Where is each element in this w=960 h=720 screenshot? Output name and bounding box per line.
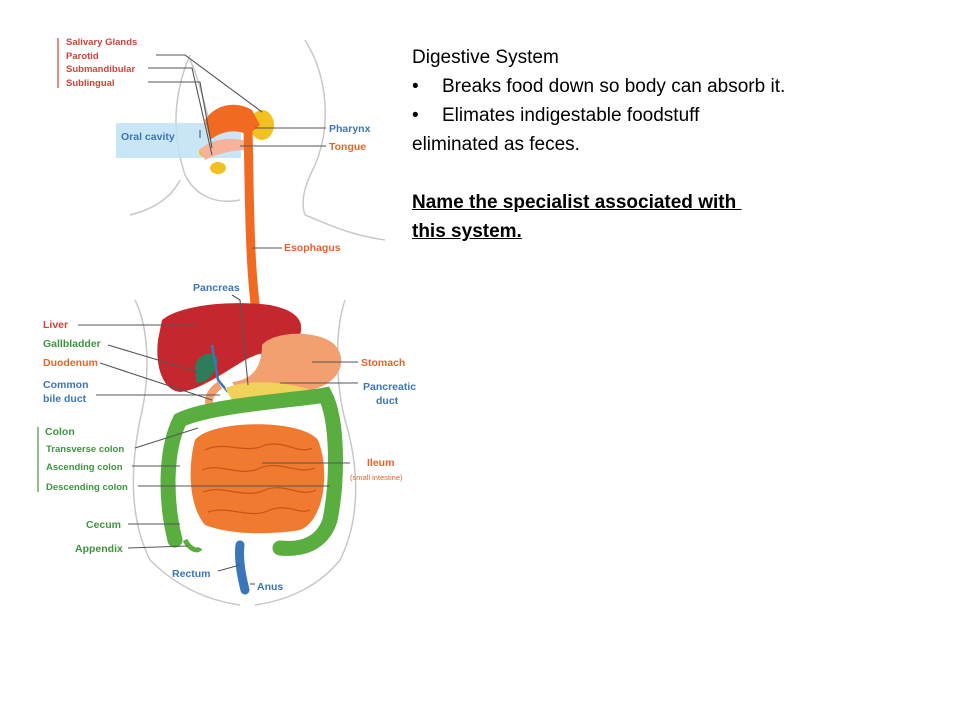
bullet-1-text: Breaks food down so body can absorb it. [442, 76, 786, 97]
label-rectum: Rectum [172, 568, 211, 580]
appendix-shape [182, 538, 203, 553]
label-liver: Liver [43, 319, 68, 331]
label-transverse-colon: Transverse colon [46, 444, 124, 455]
label-appendix: Appendix [75, 543, 123, 555]
label-common-bile-duct-line2: bile duct [43, 393, 87, 405]
label-common-bile-duct-line1: Common [43, 379, 89, 391]
label-duodenum: Duodenum [43, 357, 98, 369]
label-ascending-colon: Ascending colon [46, 462, 123, 473]
label-pharynx: Pharynx [329, 123, 371, 135]
label-gallbladder: Gallbladder [43, 338, 101, 350]
small-intestine-folds [201, 443, 317, 515]
bullet-2-continuation: eliminated as feces. [412, 134, 580, 155]
slide-title: Digestive System [412, 47, 559, 68]
colon-shape [160, 386, 343, 556]
label-pancreatic-duct-line2: duct [376, 395, 399, 407]
bullet-1: • Breaks food down so body can absorb it. [412, 72, 932, 101]
bullet-2: • Elimates indigestable foodstuff [412, 101, 932, 130]
label-ileum-note: (small intestine) [350, 473, 403, 482]
label-cecum: Cecum [86, 519, 121, 531]
bullet-2-text: Elimates indigestable foodstuff [442, 105, 700, 126]
rectum-shape [235, 540, 250, 595]
small-intestine-shape [190, 424, 325, 534]
body-outline [129, 39, 386, 606]
label-pancreas: Pancreas [193, 282, 240, 294]
stomach-shape [232, 333, 342, 395]
label-stomach: Stomach [361, 357, 405, 369]
leader-lines [78, 54, 358, 585]
label-colon: Colon [45, 426, 75, 438]
bullet-marker: • [412, 105, 419, 126]
question-line-1: Name the specialist associated with [412, 192, 742, 213]
slide-text: Digestive System • Breaks food down so bo… [412, 43, 932, 246]
question-line-2: this system. [412, 221, 522, 242]
bile-duct-shape [210, 344, 229, 393]
digestive-system-diagram: Salivary Glands Parotid Submandibular Su… [37, 37, 416, 606]
label-esophagus: Esophagus [284, 242, 341, 254]
label-pancreatic-duct-line1: Pancreatic [363, 381, 416, 393]
label-oral-cavity: Oral cavity [121, 131, 175, 143]
label-submandibular: Submandibular [66, 64, 135, 75]
label-salivary-glands: Salivary Glands [66, 37, 137, 48]
bullet-marker: • [412, 76, 419, 97]
gallbladder-shape [195, 353, 218, 383]
spacer [412, 159, 932, 188]
label-parotid: Parotid [66, 51, 99, 62]
label-descending-colon: Descending colon [46, 482, 128, 493]
label-tongue: Tongue [329, 141, 366, 153]
label-anus: Anus [257, 581, 283, 593]
label-ileum: Ileum [367, 457, 394, 469]
label-sublingual: Sublingual [66, 78, 115, 89]
